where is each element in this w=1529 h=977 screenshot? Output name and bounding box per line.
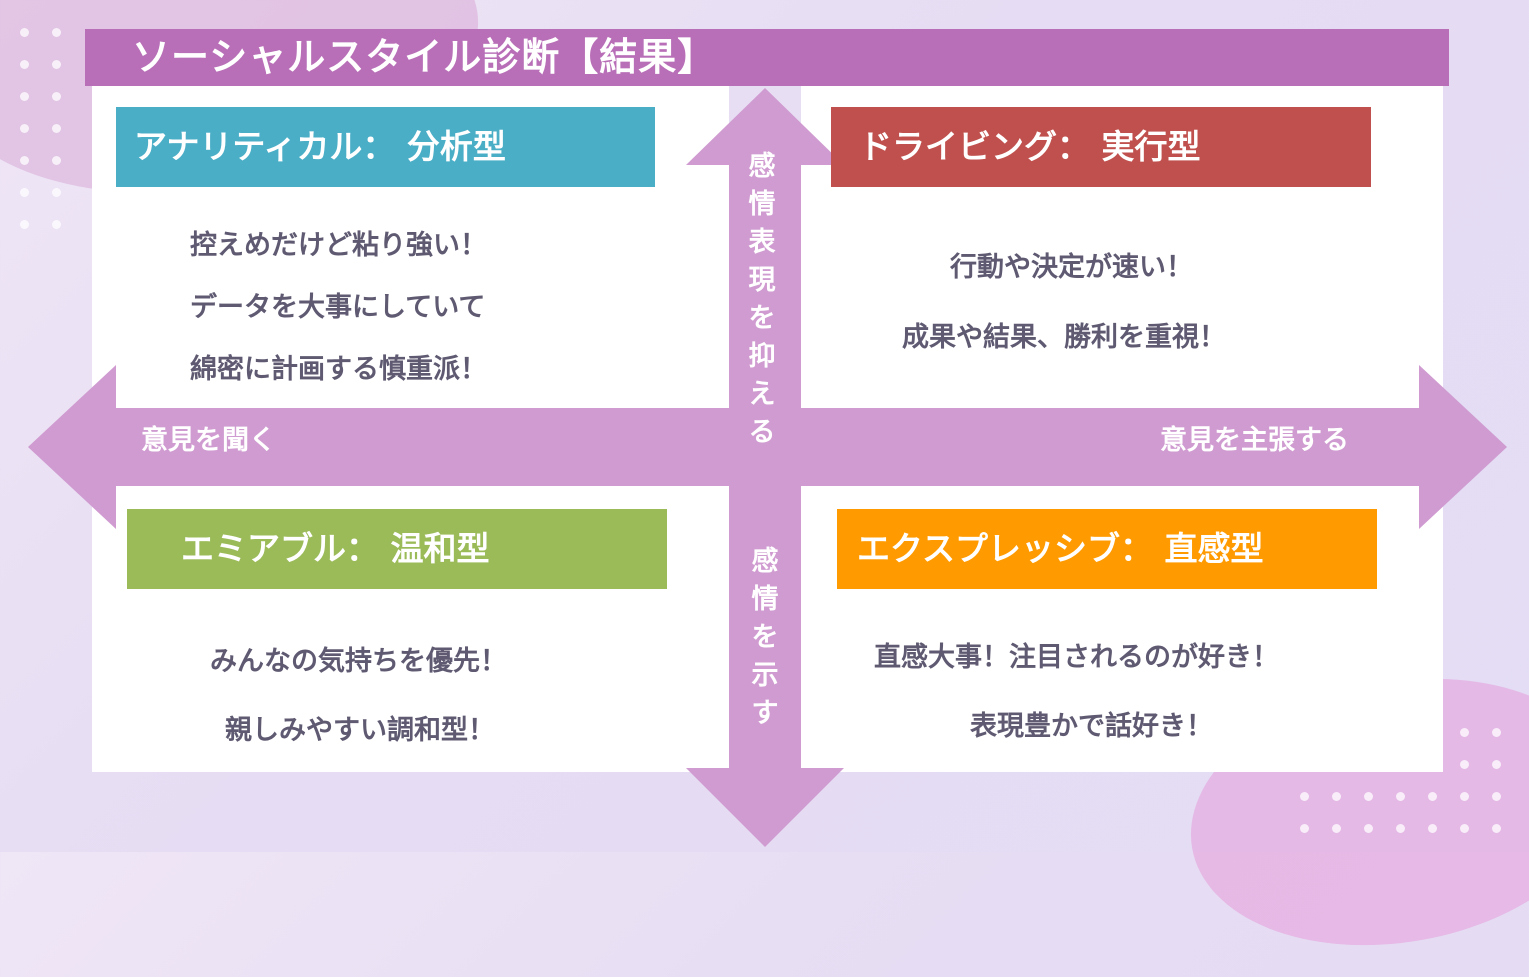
title-bar: ソーシャルスタイル診断【結果】 (85, 29, 1449, 86)
axis-char: 抑 (748, 341, 776, 372)
decorative-dot (1332, 824, 1341, 833)
axis-char: 感 (751, 546, 779, 577)
label-amiable: エミアブル： 温和型 (127, 509, 667, 589)
decorative-dot (1460, 760, 1469, 769)
decorative-dot (52, 220, 61, 229)
decorative-dot (1460, 824, 1469, 833)
axis-char: 情 (748, 189, 776, 220)
expressive-line-1: 直感大事！注目されるのが好き！ (874, 642, 1279, 673)
decorative-dot (20, 92, 29, 101)
decorative-dot (52, 188, 61, 197)
analytical-line-3: 綿密に計画する慎重派！ (190, 354, 487, 385)
label-expressive: エクスプレッシブ： 直感型 (837, 509, 1377, 589)
decorative-dot (52, 60, 61, 69)
decorative-dot (20, 156, 29, 165)
decorative-dot (1396, 824, 1405, 833)
page-title: ソーシャルスタイル診断【結果】 (132, 35, 717, 79)
decorative-dot (52, 156, 61, 165)
decorative-dot (1300, 792, 1309, 801)
label-analytical: アナリティカル： 分析型 (116, 107, 655, 187)
axis-char: 示 (751, 660, 779, 691)
decorative-dot (1492, 728, 1501, 737)
driving-line-1: 行動や決定が速い！ (950, 252, 1193, 283)
decorative-dot (1332, 792, 1341, 801)
label-analytical-text: アナリティカル： 分析型 (134, 127, 506, 166)
decorative-dot (1300, 824, 1309, 833)
axis-char: 感 (748, 151, 776, 182)
decorative-dot (1492, 792, 1501, 801)
axis-label-left: 意見を聞く (141, 425, 276, 456)
decorative-dot (20, 124, 29, 133)
axis-char: を (751, 622, 779, 653)
decorative-dot (1428, 792, 1437, 801)
expressive-line-2: 表現豊かで話好き！ (970, 711, 1213, 742)
decorative-dot (1492, 824, 1501, 833)
amiable-line-2: 親しみやすい調和型！ (225, 715, 495, 746)
decorative-dot (1364, 792, 1373, 801)
label-driving: ドライビング： 実行型 (831, 107, 1371, 187)
decorative-dot (52, 124, 61, 133)
driving-line-2: 成果や結果、勝利を重視！ (902, 322, 1226, 353)
label-amiable-text: エミアブル： 温和型 (181, 529, 490, 568)
axis-char: 現 (748, 265, 776, 296)
decorative-dot (20, 188, 29, 197)
axis-char: す (751, 698, 779, 729)
decorative-dot (52, 92, 61, 101)
decorative-dot (52, 28, 61, 37)
decorative-dot (1364, 824, 1373, 833)
amiable-line-1: みんなの気持ちを優先！ (210, 646, 507, 677)
decorative-dot (1460, 728, 1469, 737)
decorative-dot (1428, 824, 1437, 833)
vertical-axis-arrow (686, 88, 844, 847)
axis-char: え (748, 379, 776, 410)
label-expressive-text: エクスプレッシブ： 直感型 (857, 529, 1264, 568)
axis-label-top: 感情表現を抑える (745, 148, 779, 452)
label-driving-text: ドライビング： 実行型 (859, 127, 1201, 166)
axis-arrows (28, 88, 1507, 847)
axis-char: る (748, 417, 776, 448)
analytical-line-1: 控えめだけど粘り強い！ (190, 230, 487, 261)
decorative-dot (20, 60, 29, 69)
analytical-line-2: データを大事にしていて (190, 292, 486, 323)
decorative-dot (20, 220, 29, 229)
axis-char: を (748, 303, 776, 334)
decorative-dot (1460, 792, 1469, 801)
axis-label-bottom: 感情を示す (748, 543, 782, 733)
axis-char: 情 (751, 584, 779, 615)
decorative-dot (20, 28, 29, 37)
decorative-dot (1492, 760, 1501, 769)
axis-char: 表 (748, 227, 776, 258)
decorative-dot (1396, 792, 1405, 801)
axis-label-right: 意見を主張する (1160, 425, 1349, 456)
